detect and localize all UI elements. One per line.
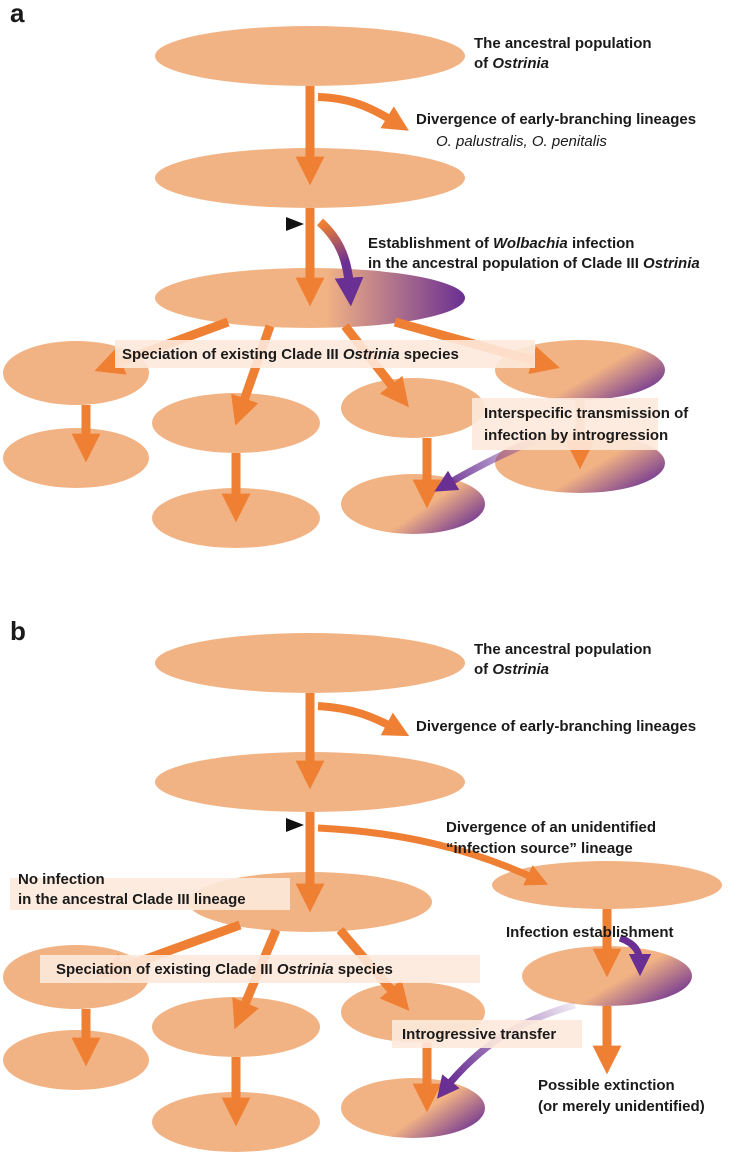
- panel-a-species3-descendant-infected: [341, 474, 485, 534]
- panel-b-timepoint-marker: [286, 818, 304, 832]
- panel-a-species2-population: [152, 393, 320, 453]
- panel-b-no-infection-label-box: [10, 878, 290, 910]
- panel-b-arrow-source-divergence: [317, 824, 549, 886]
- panel-a-species3-population: [341, 378, 485, 438]
- panel-b-ancestral-population: [155, 633, 465, 693]
- panel-a-transmission-label-box: [472, 398, 658, 450]
- panel-b-extinction-label-line1: Possible extinction: [538, 1077, 675, 1094]
- panel-b-no-infection-label-line1: No infection: [18, 871, 105, 888]
- panel-b-no-infection-label-line2: in the ancestral Clade III lineage: [18, 891, 246, 908]
- panel-a-letter: a: [10, 0, 25, 28]
- panel-a-establishment-label-line1: Establishment of Wolbachia infection: [368, 235, 634, 252]
- panel-a-species1-descendant: [3, 428, 149, 488]
- panel-b-introgression-label: Introgressive transfer: [402, 1026, 556, 1043]
- panel-a-timepoint-marker: [286, 217, 304, 231]
- panel-a-transmission-label-line1: Interspecific transmission of: [484, 405, 689, 422]
- panel-a-arrow-wolbachia-establishment: [316, 218, 364, 307]
- panel-a-divergence-label: Divergence of early-branching lineages: [416, 111, 696, 128]
- panel-b-letter: b: [10, 616, 26, 646]
- panel-a-divergence-species: O. palustralis, O. penitalis: [436, 133, 607, 150]
- panel-b-extinction-label-line2: (or merely unidentified): [538, 1098, 705, 1115]
- panel-a-ancestral-population: [155, 26, 465, 86]
- panel-a-speciation-label: Speciation of existing Clade III Ostrini…: [122, 346, 459, 363]
- panel-b-species3-descendant-infected: [341, 1078, 485, 1138]
- panel-a-arrow-early-divergence: [317, 93, 409, 131]
- panel-b-infection-source-population: [492, 861, 722, 909]
- panel-b-source-label-line2: “infection source” lineage: [446, 840, 633, 857]
- panel-a-establishment-label-line2: in the ancestral population of Clade III…: [368, 255, 700, 272]
- panel-b-arrow-early-divergence: [317, 702, 410, 737]
- panel-b-speciation-label-box: [40, 955, 480, 983]
- panel-a-speciation-label-box: [115, 340, 535, 368]
- panel-b-ancestral-label-line2: of Ostrinia: [474, 661, 549, 678]
- panel-b-arrow-infection-establishment: [618, 934, 652, 977]
- panel-a-ancestral-label-line1: The ancestral population: [474, 35, 652, 52]
- panel-b-species2-population: [152, 997, 320, 1057]
- panel-b-infection-establishment-label: Infection establishment: [506, 924, 674, 941]
- panel-b-ancestral-label-line1: The ancestral population: [474, 641, 652, 658]
- panel-a-transmission-label-line2: infection by introgression: [484, 427, 668, 444]
- panel-a-ancestral-label-line2: of Ostrinia: [474, 55, 549, 72]
- panel-b-divergence-label: Divergence of early-branching lineages: [416, 718, 696, 735]
- panel-b-speciation-label: Speciation of existing Clade III Ostrini…: [56, 961, 393, 978]
- panel-b-source-label-line1: Divergence of an unidentified: [446, 819, 656, 836]
- panel-b-species1-descendant: [3, 1030, 149, 1090]
- panel-b-introgression-label-box: [392, 1020, 582, 1048]
